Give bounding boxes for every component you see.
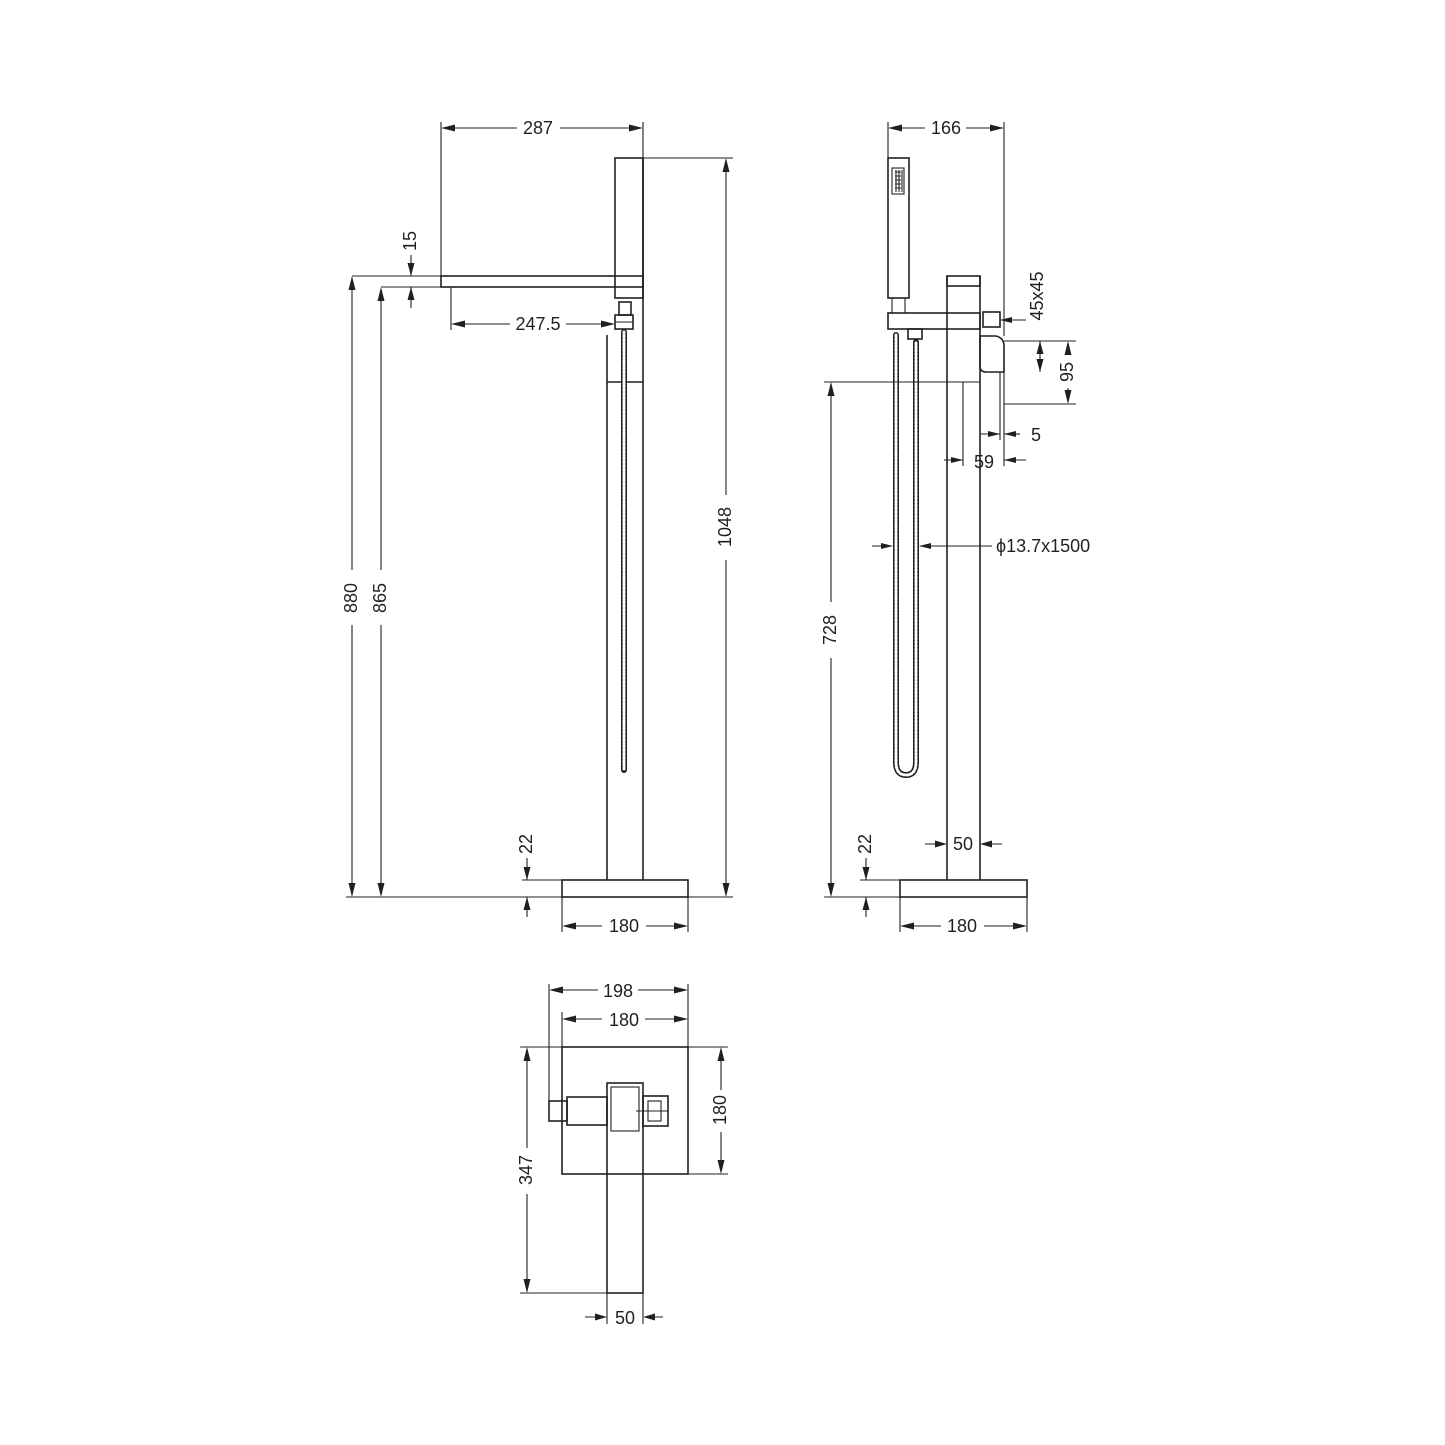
side-handset-spray-face — [891, 167, 905, 195]
side-column-cap — [946, 275, 981, 287]
dim-label-side-handle-depth: 59 — [974, 452, 994, 472]
dim-label-top-length: 347 — [516, 1155, 536, 1185]
dim-side-95: 95 — [1004, 340, 1077, 405]
dim-front-247-5: 247.5 — [450, 287, 615, 334]
dim-front-22: 22 — [516, 834, 562, 917]
side-hose — [893, 332, 919, 779]
dim-side-166: 166 — [887, 118, 1005, 336]
dim-label-side-spout-height: 728 — [820, 615, 840, 645]
side-lever-cap — [982, 311, 1001, 328]
dim-label-front-base-thickness: 22 — [516, 834, 536, 854]
side-spout-arm — [887, 312, 981, 330]
dim-top-347: 347 — [516, 1046, 607, 1294]
dim-label-front-width: 287 — [523, 118, 553, 138]
top-column-spout — [606, 1082, 644, 1294]
dim-front-287: 287 — [440, 118, 644, 276]
dim-label-side-column: 50 — [953, 834, 973, 854]
dim-front-1048: 1048 — [643, 157, 735, 898]
dim-label-side-handle-height: 95 — [1057, 362, 1077, 382]
dim-label-top-base-depth: 180 — [710, 1095, 730, 1125]
dim-label-side-base-thickness: 22 — [855, 834, 875, 854]
dim-top-198: 198 — [548, 981, 689, 1101]
dim-side-5: 5 — [980, 404, 1041, 445]
top-base-plate — [561, 1046, 689, 1175]
top-view-outline — [548, 1046, 689, 1294]
dim-label-front-spout-reach: 247.5 — [515, 314, 560, 334]
dim-label-front-spout-outlet: 865 — [370, 583, 390, 613]
dim-label-side-hose: ϕ13.7x1500 — [996, 536, 1090, 556]
side-hose-bracket — [907, 328, 923, 340]
dim-label-side-section: 45x45 — [1027, 271, 1047, 320]
dim-side-59: 59 — [944, 382, 1026, 472]
front-base-plate — [561, 879, 689, 898]
front-spout-arm — [440, 275, 644, 288]
side-base-plate — [899, 879, 1028, 898]
dim-top-50: 50 — [585, 1293, 663, 1328]
dim-front-15: 15 — [352, 231, 441, 308]
front-view: 287 1048 15 247 — [341, 118, 735, 936]
side-view-outline — [887, 157, 1028, 898]
dim-side-728: 728 — [820, 381, 947, 898]
dim-label-side-depth: 166 — [931, 118, 961, 138]
front-handset — [614, 157, 644, 299]
dim-label-front-base-width: 180 — [609, 916, 639, 936]
dim-front-880: 880 — [341, 276, 562, 898]
dim-side-45x45: 45x45 — [1000, 271, 1047, 323]
dim-label-top-column: 50 — [615, 1308, 635, 1328]
side-view: 166 45x45 95 5 — [820, 118, 1090, 936]
dim-side-hose: ϕ13.7x1500 — [872, 536, 1090, 556]
dim-front-180: 180 — [561, 897, 689, 936]
top-lever-knob — [548, 1100, 568, 1122]
top-view: 198 180 180 347 — [516, 981, 730, 1328]
dim-label-front-spout-top: 880 — [341, 583, 361, 613]
side-lever-handle — [979, 335, 1005, 373]
side-handset — [887, 157, 910, 299]
dim-label-side-base-width: 180 — [947, 916, 977, 936]
dim-label-top-width: 198 — [603, 981, 633, 1001]
dim-front-865: 865 — [370, 287, 390, 897]
dim-side-50: 50 — [925, 834, 1002, 854]
dim-label-side-handle-offset: 5 — [1031, 425, 1041, 445]
dim-top-180-vertical: 180 — [688, 1046, 730, 1175]
front-view-outline — [440, 157, 689, 898]
dim-label-front-spout-thickness: 15 — [400, 231, 420, 251]
dim-label-top-base-width: 180 — [609, 1010, 639, 1030]
dim-label-front-height: 1048 — [715, 507, 735, 547]
dim-side-22: 22 — [855, 834, 900, 917]
dim-top-180-horizontal: 180 — [561, 1010, 688, 1047]
dim-side-180: 180 — [899, 897, 1028, 936]
top-lever-handle — [566, 1096, 608, 1126]
